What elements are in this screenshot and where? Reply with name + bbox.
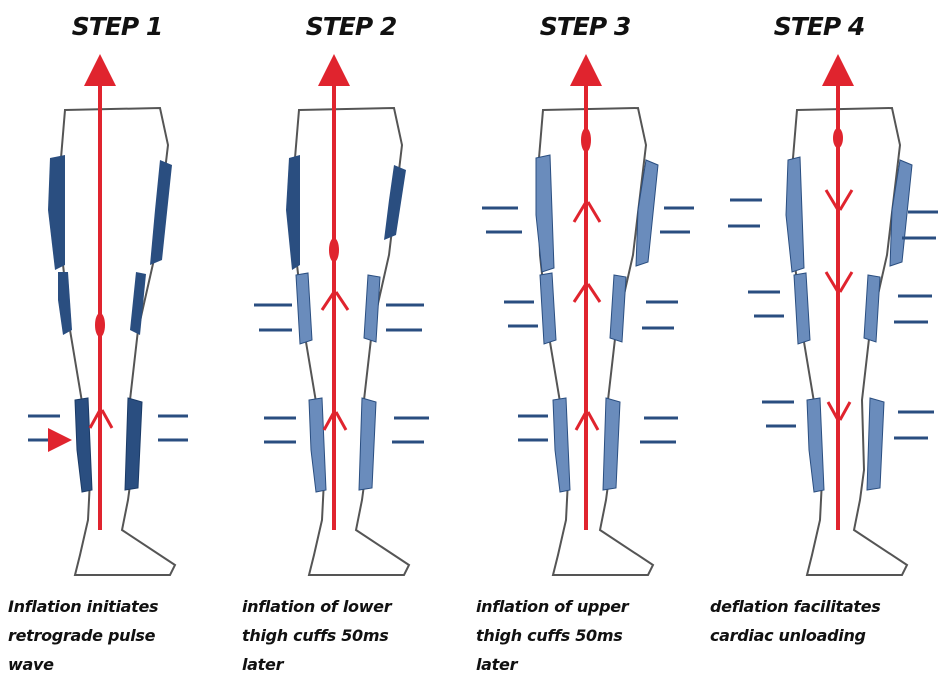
step-1-panel: STEP 1 Inflation initiates retrograde pu… <box>0 0 234 677</box>
compression-arrows-left <box>254 305 296 442</box>
pulse-wave <box>833 128 843 148</box>
step-4-caption: deflation facilitates cardiac unloading <box>710 592 938 650</box>
step-2-caption: inflation of lower thigh cuffs 50ms late… <box>242 592 472 679</box>
pulse-wave <box>329 238 339 262</box>
pulse-wave <box>581 128 591 152</box>
step-3-panel: STEP 3 inflation of upper thigh cuffs 50… <box>468 0 702 677</box>
step-2-leg-diagram <box>234 0 468 590</box>
calf-cuff-right <box>603 398 620 490</box>
leg-outline <box>792 108 907 575</box>
thigh-cuff-left <box>286 155 300 270</box>
step-4-panel: STEP 4 deflation facilitates cardiac unl… <box>702 0 936 677</box>
leg-outline <box>60 108 175 575</box>
step-3-leg-diagram <box>468 0 702 590</box>
leg-outline <box>294 108 409 575</box>
compression-arrows-right <box>158 416 188 440</box>
compression-arrows-left <box>482 208 548 440</box>
thigh-cuff-left <box>48 155 65 270</box>
calf-cuff-right <box>359 398 376 490</box>
calf-cuff-right <box>867 398 884 490</box>
calf-cuff-right <box>125 398 142 490</box>
step-2-panel: STEP 2 inflation of lower thigh cuffs 50… <box>234 0 468 677</box>
step-1-leg-diagram <box>0 0 234 590</box>
leg-outline <box>538 108 653 575</box>
compression-arrows-right <box>386 305 429 442</box>
release-arrows-left <box>728 200 796 426</box>
pulse-wave <box>95 313 105 337</box>
step-1-caption: Inflation initiates retrograde pulse wav… <box>8 592 238 679</box>
step-3-caption: inflation of upper thigh cuffs 50ms late… <box>476 592 706 679</box>
compression-arrows-left <box>28 416 60 440</box>
step-4-leg-diagram <box>702 0 938 590</box>
